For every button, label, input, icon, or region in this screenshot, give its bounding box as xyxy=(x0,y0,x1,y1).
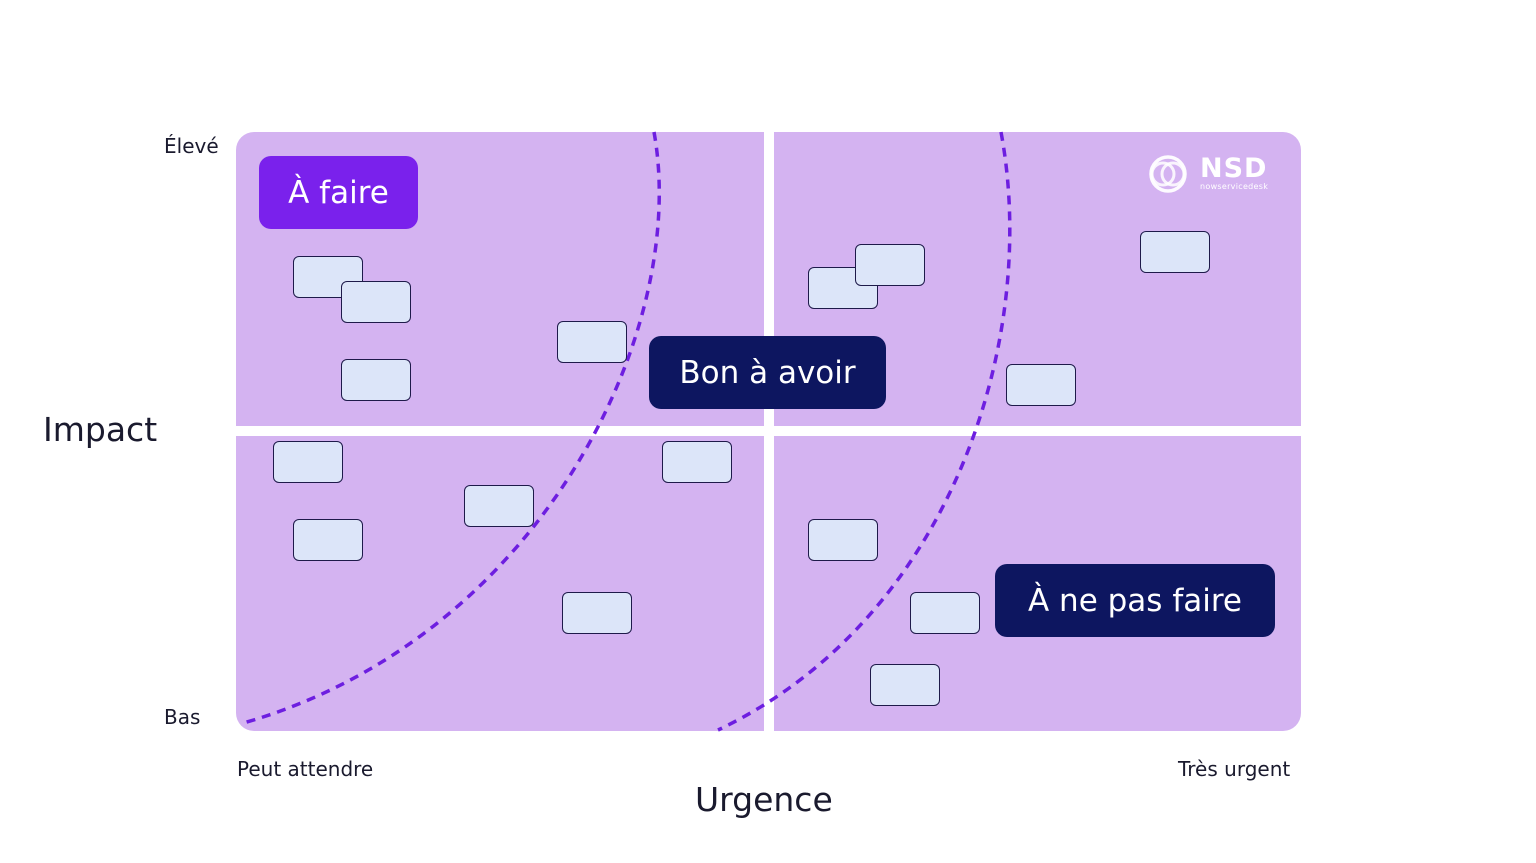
curve-right xyxy=(717,131,1012,732)
nsd-logo-icon xyxy=(1149,155,1187,193)
task-card[interactable] xyxy=(808,519,878,561)
curve-left xyxy=(239,131,662,726)
task-card[interactable] xyxy=(870,664,940,706)
x-axis-high-label: Très urgent xyxy=(1178,757,1291,781)
task-card[interactable] xyxy=(273,441,343,483)
y-axis-title: Impact xyxy=(43,410,158,449)
nsd-logo: NSD nowservicedesk xyxy=(1146,153,1282,194)
task-card[interactable] xyxy=(341,281,411,323)
label-a-faire: À faire xyxy=(259,156,418,229)
task-card[interactable] xyxy=(293,519,363,561)
x-axis-title: Urgence xyxy=(695,780,833,819)
task-card[interactable] xyxy=(464,485,534,527)
task-card[interactable] xyxy=(1006,364,1076,406)
task-card[interactable] xyxy=(910,592,980,634)
task-card[interactable] xyxy=(1140,231,1210,273)
task-card[interactable] xyxy=(562,592,632,634)
logo-tagline: nowservicedesk xyxy=(1200,182,1269,191)
task-card[interactable] xyxy=(662,441,732,483)
task-card[interactable] xyxy=(557,321,627,363)
logo-name: NSD xyxy=(1200,153,1268,184)
x-axis-low-label: Peut attendre xyxy=(237,757,374,781)
label-a-ne-pas-faire: À ne pas faire xyxy=(995,564,1275,637)
y-axis-high-label: Élevé xyxy=(164,134,219,158)
y-axis-low-label: Bas xyxy=(164,705,201,729)
task-card[interactable] xyxy=(341,359,411,401)
label-bon-a-avoir: Bon à avoir xyxy=(649,336,886,409)
task-card[interactable] xyxy=(855,244,925,286)
